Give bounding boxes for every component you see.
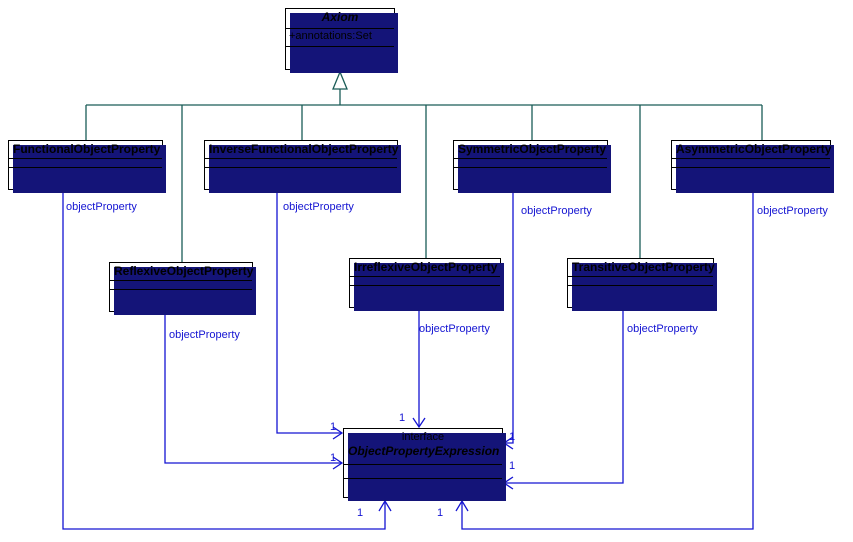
class-operations-functional-object-property xyxy=(9,168,162,176)
multiplicity-label-bottom-right: 1 xyxy=(437,507,444,519)
association-role-label-asymmetric: objectProperty xyxy=(757,205,828,217)
association-role-label-reflexive: objectProperty xyxy=(169,329,240,341)
association-role-label-transitive: objectProperty xyxy=(627,323,698,335)
association-role-label-functional: objectProperty xyxy=(66,201,137,213)
multiplicity-label-right-lower: 1 xyxy=(509,460,516,472)
class-operations-symmetric-object-property xyxy=(454,168,607,176)
class-operations-reflexive-object-property xyxy=(110,290,252,298)
class-stereotype-interface: interface xyxy=(401,431,445,443)
association-role-label-symmetric: objectProperty xyxy=(521,205,592,217)
class-operations-inverse-functional-object-property xyxy=(205,168,397,176)
class-operations-axiom xyxy=(286,47,394,55)
class-name-inverse-functional-object-property: InverseFunctionalObjectProperty xyxy=(205,141,398,159)
association-role-label-inverse-functional: objectProperty xyxy=(283,201,354,213)
class-name-axiom: Axiom xyxy=(286,9,394,29)
class-operations-irreflexive-object-property xyxy=(350,286,500,294)
class-box-symmetric-object-property[interactable]: SymmetricObjectProperty xyxy=(453,140,611,193)
class-attributes-irreflexive-object-property xyxy=(350,277,500,286)
association-lines xyxy=(62,190,754,530)
multiplicity-label-left-upper: 1 xyxy=(330,421,337,433)
class-name-reflexive-object-property: ReflexiveObjectProperty xyxy=(110,263,253,281)
class-attributes-axiom: +annotations:Set xyxy=(286,29,394,47)
class-attributes-asymmetric-object-property xyxy=(672,159,830,168)
class-name-asymmetric-object-property: AsymmetricObjectProperty xyxy=(672,141,831,159)
class-name-object-property-expression: interface ObjectPropertyExpression xyxy=(344,429,502,465)
class-operations-object-property-expression xyxy=(344,479,502,487)
class-attributes-functional-object-property xyxy=(9,159,162,168)
multiplicity-label-bottom-left: 1 xyxy=(357,507,364,519)
class-operations-asymmetric-object-property xyxy=(672,168,830,176)
class-box-reflexive-object-property[interactable]: ReflexiveObjectProperty xyxy=(109,262,256,315)
class-attributes-object-property-expression xyxy=(344,465,502,479)
class-box-inverse-functional-object-property[interactable]: InverseFunctionalObjectProperty xyxy=(204,140,401,193)
multiplicity-label-top: 1 xyxy=(399,412,406,424)
generalization-arrowhead xyxy=(332,70,348,90)
class-operations-transitive-object-property xyxy=(568,286,713,294)
class-box-functional-object-property[interactable]: FunctionalObjectProperty xyxy=(8,140,166,193)
class-name-symmetric-object-property: SymmetricObjectProperty xyxy=(454,141,607,159)
class-box-axiom[interactable]: Axiom +annotations:Set xyxy=(285,8,398,73)
class-name-functional-object-property: FunctionalObjectProperty xyxy=(9,141,162,159)
class-box-object-property-expression[interactable]: interface ObjectPropertyExpression xyxy=(343,428,506,501)
class-name-text-object-property-expression: ObjectPropertyExpression xyxy=(348,444,500,458)
class-name-transitive-object-property: TransitiveObjectProperty xyxy=(568,259,715,277)
generalization-tree xyxy=(85,88,763,262)
class-box-transitive-object-property[interactable]: TransitiveObjectProperty xyxy=(567,258,717,311)
multiplicity-label-right-upper: 1 xyxy=(509,431,516,443)
class-attributes-reflexive-object-property xyxy=(110,281,252,290)
class-box-asymmetric-object-property[interactable]: AsymmetricObjectProperty xyxy=(671,140,834,193)
class-attributes-symmetric-object-property xyxy=(454,159,607,168)
class-attributes-transitive-object-property xyxy=(568,277,713,286)
class-box-irreflexive-object-property[interactable]: IrreflexiveObjectProperty xyxy=(349,258,504,311)
class-name-irreflexive-object-property: IrreflexiveObjectProperty xyxy=(350,259,500,277)
multiplicity-label-left-lower: 1 xyxy=(330,452,337,464)
class-attributes-inverse-functional-object-property xyxy=(205,159,397,168)
association-role-label-irreflexive: objectProperty xyxy=(419,323,490,335)
